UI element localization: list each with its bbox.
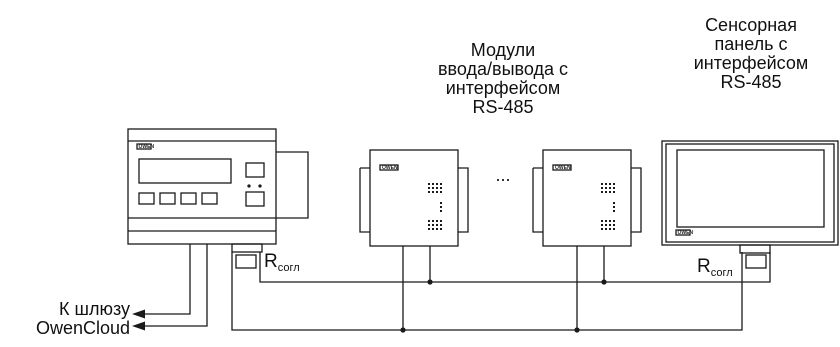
termination-resistor-right-label: Rсогл	[697, 256, 733, 279]
arrow-left-icon	[132, 321, 145, 331]
controller-key-down	[245, 191, 265, 207]
controller-logo-text: OWEN	[139, 144, 155, 150]
io-module-1-logo-text: OWEN	[382, 165, 398, 171]
touch-panel-screen	[676, 149, 825, 228]
io-module-2	[532, 149, 642, 247]
controller-logo	[136, 143, 152, 150]
touch-panel	[661, 140, 839, 254]
ellipsis-label: ...	[495, 165, 511, 185]
indicator-dots	[428, 183, 615, 230]
gateway-arrows	[132, 309, 145, 331]
gateway-label: К шлюзу OwenCloud	[35, 299, 130, 338]
touch-panel-label: Сенсорная панель с интерфейсом RS-485	[693, 15, 809, 92]
gateway-wire-b	[143, 244, 208, 327]
io-module-1	[359, 149, 469, 247]
termination-resistor-left-label: Rсогл	[264, 251, 300, 274]
touch-panel-logo	[675, 229, 691, 236]
termination-resistor-right	[745, 254, 767, 269]
io-module-1-logo	[379, 164, 399, 171]
io-module-2-logo-text: OWEN	[555, 165, 571, 171]
controller-key-3	[180, 192, 197, 205]
gateway-wire-a	[143, 244, 191, 315]
bus-line-b	[231, 252, 743, 331]
io-modules-label: Модули ввода/вывода с интерфейсом RS-485	[437, 40, 569, 117]
touch-panel-logo-text: OWEN	[678, 230, 694, 236]
controller-key-4	[201, 192, 218, 205]
controller-device	[127, 128, 309, 253]
controller-key-2	[159, 192, 176, 205]
junction-dots	[400, 279, 607, 333]
controller-key-up	[245, 162, 265, 178]
bus-line-a	[259, 252, 771, 283]
arrow-left-icon	[132, 309, 145, 319]
controller-display	[138, 158, 232, 184]
termination-resistor-left	[235, 254, 257, 269]
controller-key-1	[138, 192, 155, 205]
io-module-2-logo	[552, 164, 572, 171]
